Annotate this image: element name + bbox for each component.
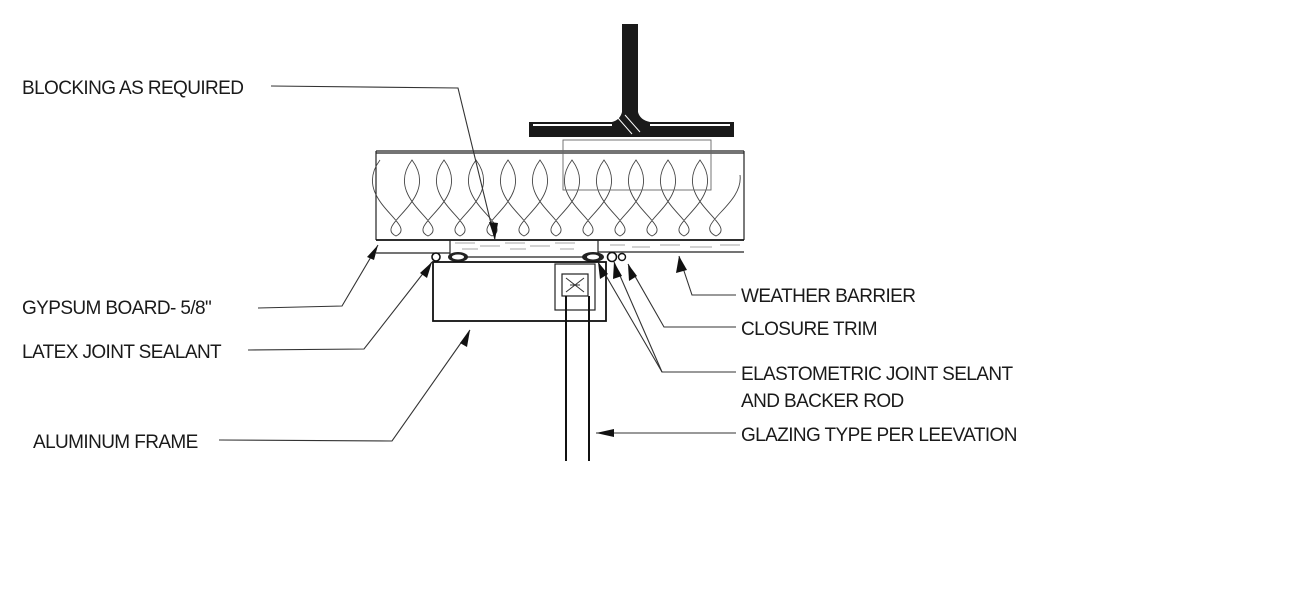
sealant-beads [431, 251, 627, 263]
label-backer-rod: AND BACKER ROD [741, 391, 904, 412]
aluminum-frame [432, 261, 607, 322]
glazing-unit [565, 296, 590, 461]
label-glazing-type: GLAZING TYPE PER LEEVATION [741, 425, 1017, 446]
insulation-batt-pattern [372, 159, 741, 237]
label-blocking-as-required: BLOCKING AS REQUIRED [22, 78, 243, 99]
label-aluminum-frame: ALUMINUM FRAME [33, 432, 198, 453]
insulation-layer [372, 139, 745, 240]
label-latex-joint-sealant: LATEX JOINT SEALANT [22, 342, 222, 363]
label-closure-trim: CLOSURE TRIM [741, 319, 877, 340]
steel-tee [529, 24, 734, 137]
label-gypsum-board: GYPSUM BOARD- 5/8" [22, 298, 211, 319]
label-elastometric-joint-sealant: ELASTOMETRIC JOINT SELANT [741, 364, 1013, 385]
wall-sheathing-layer [376, 239, 744, 258]
leader-lines [218, 85, 736, 442]
label-weather-barrier: WEATHER BARRIER [741, 286, 915, 307]
